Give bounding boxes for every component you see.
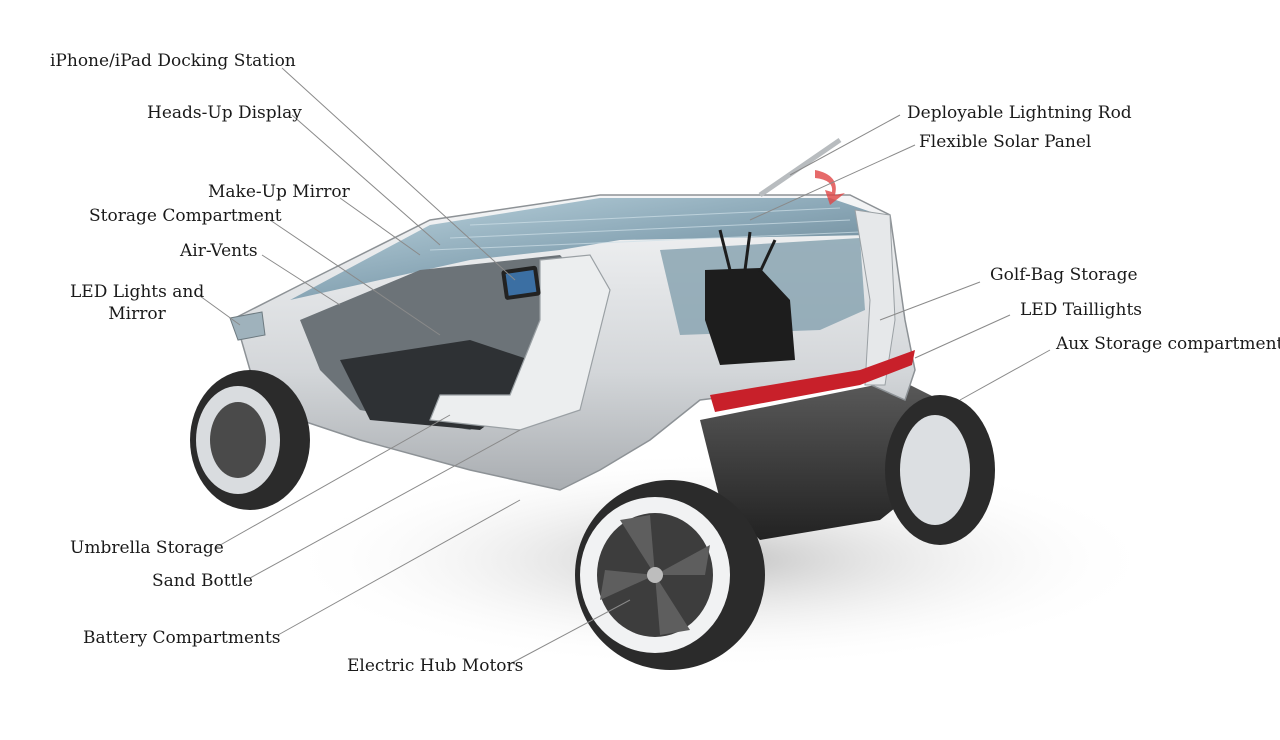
leader-mirror <box>339 197 421 256</box>
leader-hub <box>507 599 631 666</box>
leader-led-front <box>199 295 241 326</box>
leader-rod <box>789 114 901 176</box>
rear-wheel-far <box>885 395 995 545</box>
deploy-arrow <box>815 170 845 205</box>
golf-bag <box>705 268 795 365</box>
rear-pillar <box>854 209 896 386</box>
label-led-lights-line1: LED Lights and <box>70 282 205 302</box>
label-sand-bottle: Sand Bottle <box>152 571 253 591</box>
rear-wheel-near <box>575 480 765 670</box>
taillight <box>710 350 915 412</box>
leader-storage <box>269 219 441 336</box>
leader-aux <box>959 349 1051 401</box>
leader-golf <box>879 281 981 321</box>
lightning-rod <box>758 137 842 198</box>
leader-battery <box>277 499 521 636</box>
front-wheel <box>190 370 310 510</box>
label-lightning-rod: Deployable Lightning Rod <box>907 103 1132 123</box>
label-led-lights: LED Lights and Mirror <box>70 281 204 325</box>
label-iphone-dock: iPhone/iPad Docking Station <box>50 51 296 71</box>
label-hud: Heads-Up Display <box>147 103 302 123</box>
leader-lines <box>199 67 1051 666</box>
label-battery: Battery Compartments <box>83 628 281 648</box>
rear-carbon-shell <box>700 380 940 540</box>
solar-roof <box>290 198 880 300</box>
leader-sand <box>249 429 521 579</box>
seat <box>429 254 611 431</box>
label-solar-panel: Flexible Solar Panel <box>919 132 1092 152</box>
leader-vents <box>261 254 341 306</box>
label-hub-motors: Electric Hub Motors <box>347 656 524 676</box>
label-led-lights-line2: Mirror <box>108 304 166 324</box>
label-air-vents: Air-Vents <box>180 241 258 261</box>
label-umbrella: Umbrella Storage <box>70 538 224 558</box>
leader-iphone <box>281 67 516 281</box>
label-golf-bag: Golf-Bag Storage <box>990 265 1138 285</box>
label-taillights: LED Taillights <box>1020 300 1143 320</box>
leader-umbrella <box>214 414 451 549</box>
headlight <box>229 311 266 341</box>
label-makeup-mirror: Make-Up Mirror <box>208 182 350 202</box>
label-storage-compartment: Storage Compartment <box>89 206 282 226</box>
label-aux-storage: Aux Storage compartment <box>1056 334 1280 354</box>
leader-solar <box>749 144 916 221</box>
leader-tail <box>914 314 1011 359</box>
leader-hud <box>291 114 441 246</box>
